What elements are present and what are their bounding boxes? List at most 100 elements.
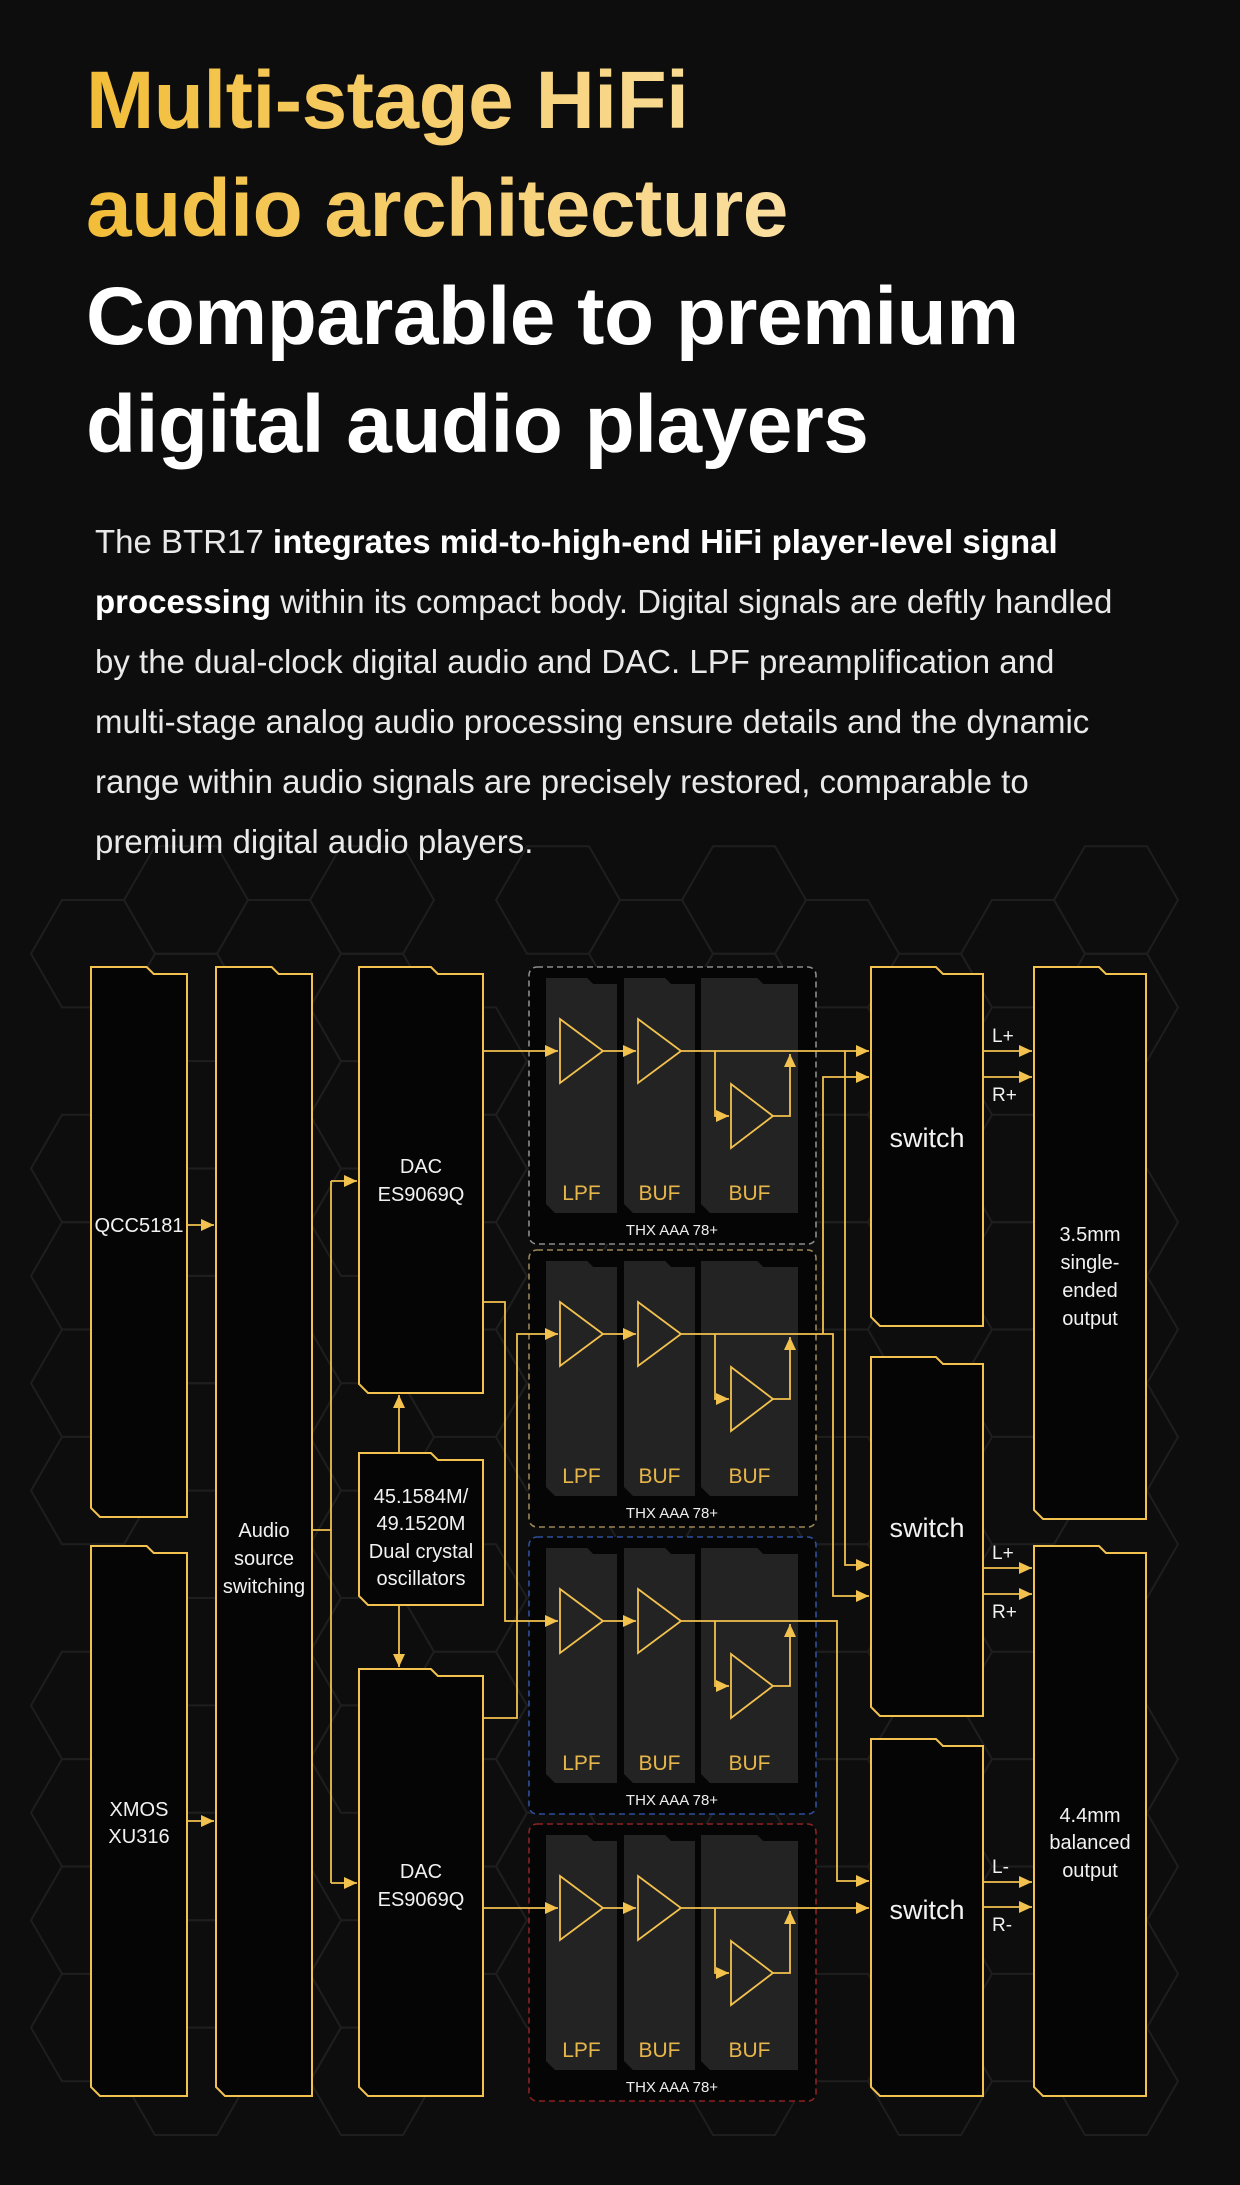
output-3-5mm-block: [1033, 966, 1147, 1520]
intro-text: within its compact body. Digital signals…: [271, 583, 1113, 620]
arrowhead-icon: [1019, 1588, 1032, 1600]
signal-wire: [773, 1911, 791, 1974]
oscillator-label: oscillators: [377, 1568, 466, 1590]
output-4-4mm-label: balanced: [1049, 1832, 1130, 1854]
arrowhead-icon: [856, 1559, 869, 1571]
intro-text: premium digital audio players.: [95, 823, 534, 860]
output-4-4mm-label: 4.4mm: [1059, 1805, 1120, 1827]
intro-line: multi-stage analog audio processing ensu…: [95, 692, 1112, 752]
stage-label: BUF: [729, 1182, 771, 1205]
stage-panel: [701, 1835, 798, 2070]
qcc5181-block: [90, 966, 188, 1518]
amplifier-icon: [730, 1939, 775, 2007]
arrowhead-icon: [623, 1045, 636, 1057]
stage-panel: [701, 978, 798, 1213]
switch-label: switch: [889, 1895, 964, 1925]
xmos-block: [90, 1545, 188, 2097]
oscillator-label: Dual crystal: [369, 1541, 473, 1563]
arrowhead-icon: [856, 1875, 869, 1887]
stage-label: LPF: [562, 2039, 601, 2062]
arrowhead-icon: [1019, 1045, 1032, 1057]
amplifier-icon: [559, 1874, 605, 1942]
arrowhead-icon: [856, 1071, 869, 1083]
arrowhead-icon: [545, 1328, 558, 1340]
intro-text: multi-stage analog audio processing ensu…: [95, 703, 1090, 740]
switch-label: switch: [889, 1123, 964, 1153]
thx-label: THX AAA 78+: [626, 1792, 718, 1809]
stage-panel: [546, 978, 617, 1213]
intro-line: processing within its compact body. Digi…: [95, 572, 1112, 632]
output-4-4mm-block: [1033, 1545, 1147, 2097]
dac-1-block: [358, 966, 484, 1394]
arrowhead-icon: [1019, 1562, 1032, 1574]
oscillator-label: 45.1584M/: [374, 1486, 469, 1508]
xmos-label: XU316: [108, 1826, 169, 1848]
stage-label: BUF: [639, 1465, 681, 1488]
arrowhead-icon: [716, 1967, 729, 1979]
arrowhead-icon: [856, 1902, 869, 1914]
output-3-5mm-label: single-: [1061, 1252, 1120, 1274]
thx-label: THX AAA 78+: [626, 1222, 718, 1239]
signal-wire: [773, 1337, 791, 1400]
arrowhead-icon: [716, 1110, 729, 1122]
arrowhead-icon: [784, 1624, 796, 1637]
stage-panel: [546, 1548, 617, 1783]
oscillator-block: [358, 1452, 484, 1606]
stage-label: LPF: [562, 1182, 601, 1205]
audio-source-label: switching: [223, 1576, 305, 1598]
thx-label: THX AAA 78+: [626, 2079, 718, 2096]
stage-panel: [624, 1261, 695, 1496]
arrowhead-icon: [856, 1045, 869, 1057]
oscillator-label: 49.1520M: [377, 1513, 466, 1535]
intro-text: by the dual-clock digital audio and DAC.…: [95, 643, 1055, 680]
stage-label: LPF: [562, 1465, 601, 1488]
output-3-5mm-label: output: [1062, 1308, 1118, 1330]
stage-panel: [624, 1835, 695, 2070]
signal-wire: [773, 1054, 791, 1117]
arrowhead-icon: [1019, 1901, 1032, 1913]
amplifier-icon: [730, 1652, 775, 1720]
switch-block: [870, 1738, 984, 2097]
arrowhead-icon: [716, 1393, 729, 1405]
dac-2-block: [358, 1668, 484, 2097]
stage-label: LPF: [562, 1752, 601, 1775]
switch-label: switch: [889, 1513, 964, 1543]
dac-1-label: ES9069Q: [378, 1184, 465, 1206]
amplifier-icon: [637, 1017, 683, 1085]
heading-line-2: audio architecture: [86, 155, 1019, 263]
dac-2-label: ES9069Q: [378, 1889, 465, 1911]
arrowhead-icon: [344, 1877, 357, 1889]
intro-line: by the dual-clock digital audio and DAC.…: [95, 632, 1112, 692]
channel-label: L+: [992, 1543, 1014, 1564]
intro-line: premium digital audio players.: [95, 812, 1112, 872]
arrowhead-icon: [545, 1045, 558, 1057]
stage-panel: [546, 1835, 617, 2070]
heading-line-3: Comparable to premium: [86, 271, 1019, 362]
channel-label: L+: [992, 1026, 1014, 1047]
arrowhead-icon: [623, 1615, 636, 1627]
amplifier-icon: [559, 1300, 605, 1368]
channel-label: R-: [992, 1915, 1012, 1936]
arrowhead-icon: [201, 1815, 214, 1827]
intro-text: The BTR17: [95, 523, 273, 560]
stage-panel: [624, 978, 695, 1213]
switch-block: [870, 1356, 984, 1717]
arrowhead-icon: [623, 1902, 636, 1914]
switch-block: [870, 966, 984, 1327]
stage-label: BUF: [639, 1182, 681, 1205]
thx-label: THX AAA 78+: [626, 1505, 718, 1522]
arrowhead-icon: [1019, 1071, 1032, 1083]
dac-1-label: DAC: [400, 1156, 442, 1178]
arrowhead-icon: [201, 1219, 214, 1231]
arrowhead-icon: [784, 1054, 796, 1067]
dac-2-label: DAC: [400, 1861, 442, 1883]
signal-wire: [822, 1076, 869, 1334]
heading-line-1: Multi-stage HiFi: [86, 47, 1019, 155]
channel-label: R+: [992, 1602, 1017, 1623]
arrowhead-icon: [393, 1654, 405, 1667]
xmos-label: XMOS: [110, 1799, 169, 1821]
output-3-5mm-label: ended: [1062, 1280, 1118, 1302]
signal-wire: [483, 1301, 558, 1622]
arrowhead-icon: [784, 1337, 796, 1350]
